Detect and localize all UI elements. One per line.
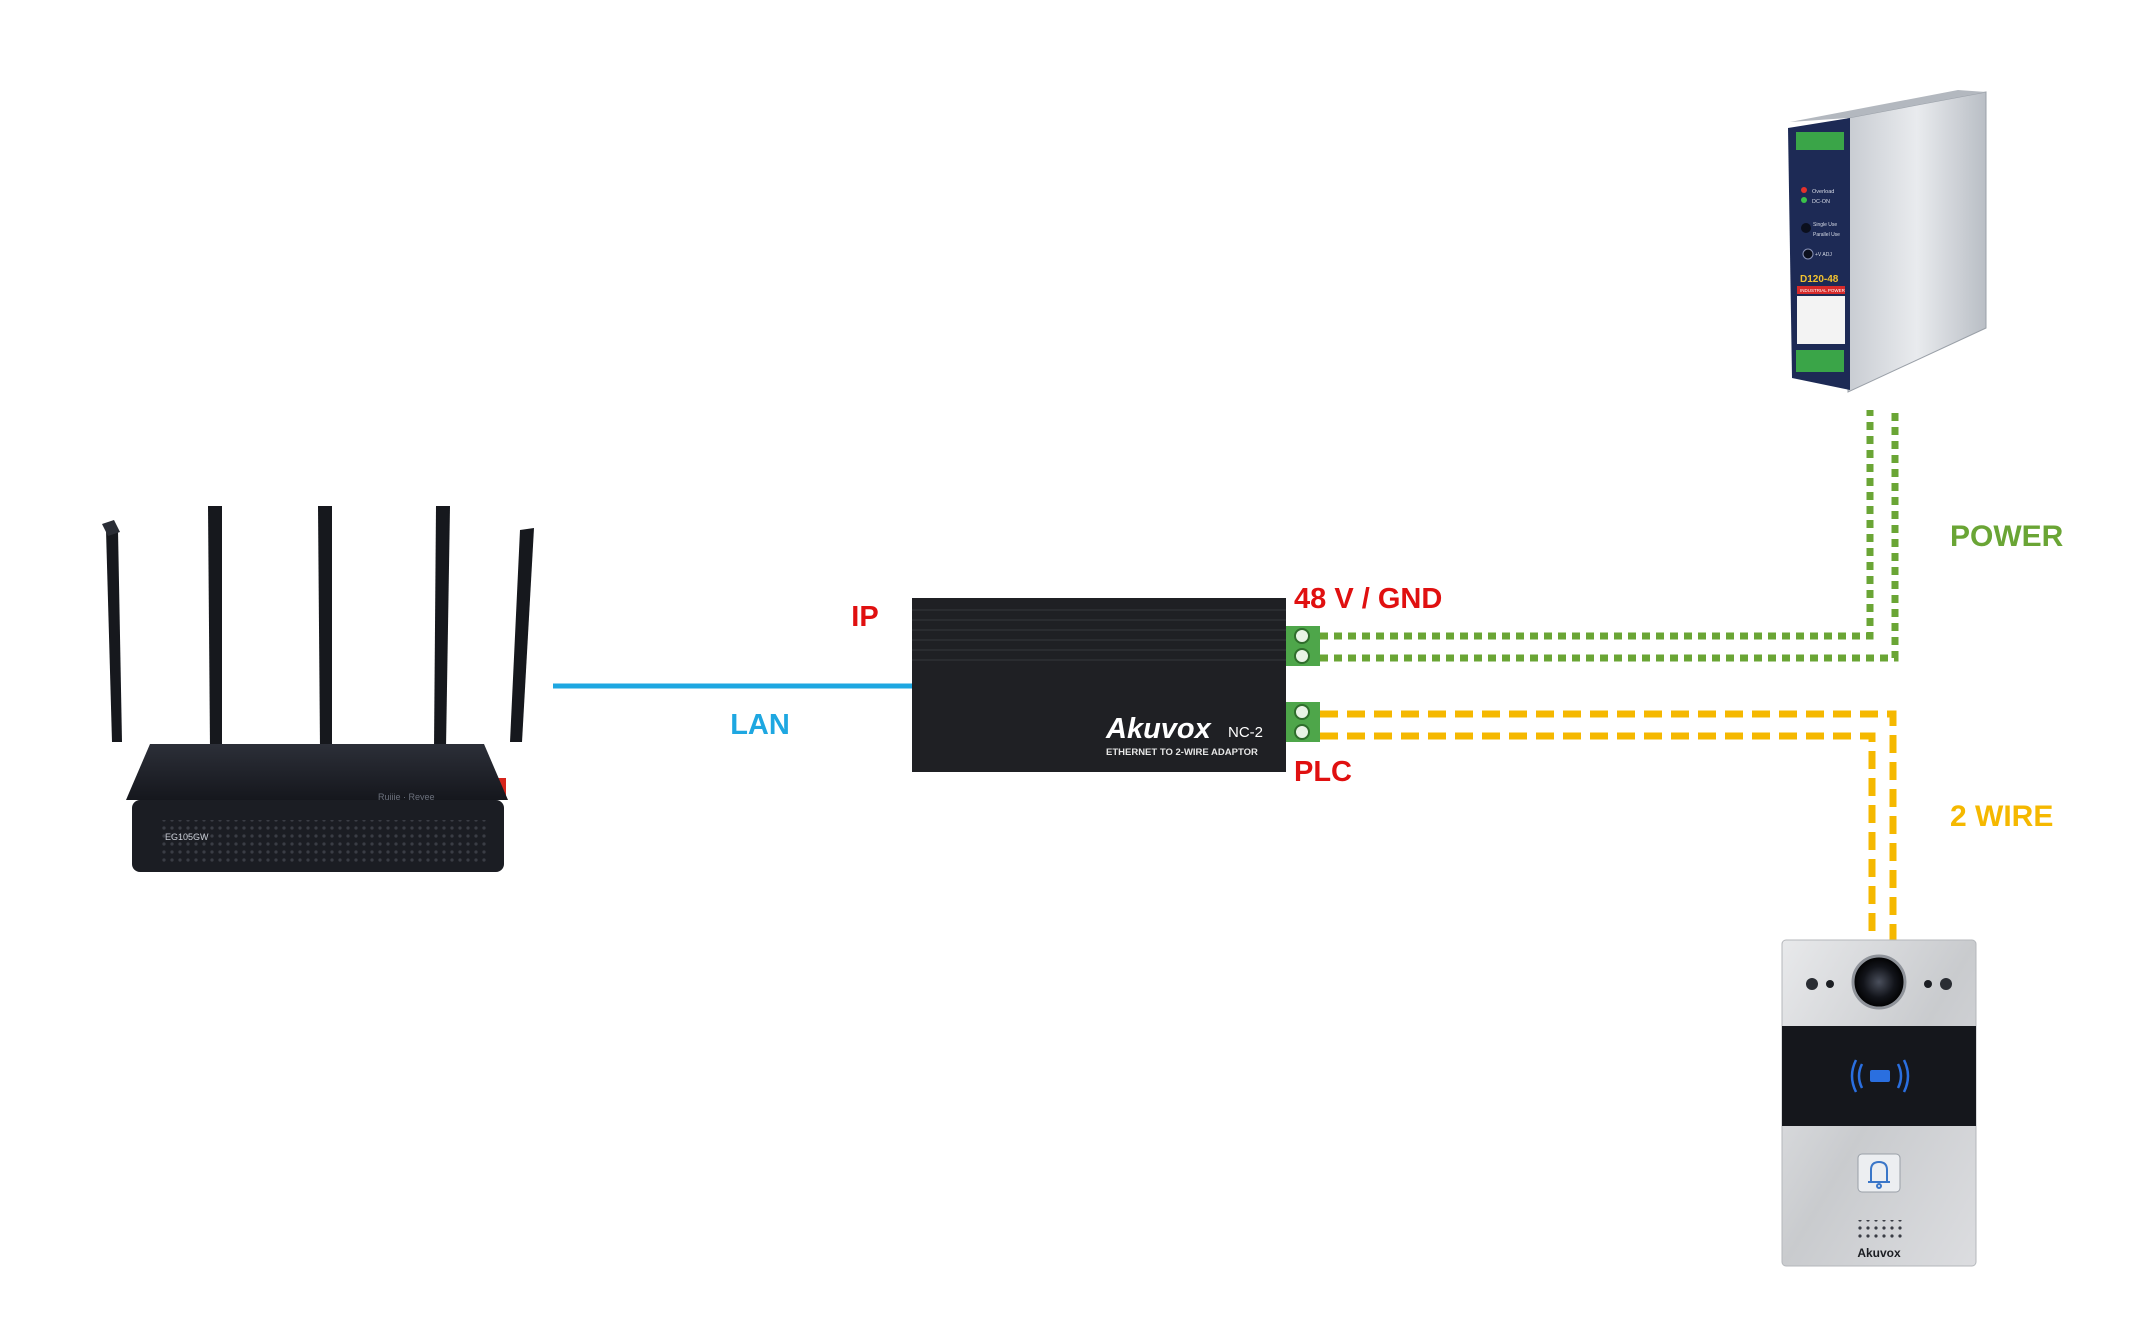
adaptor-model: NC-2 bbox=[1228, 724, 1263, 741]
psu-sw1: Single Use bbox=[1813, 222, 1837, 228]
router-badge: EG105GW bbox=[165, 832, 209, 842]
lan-label: LAN bbox=[730, 709, 790, 741]
adaptor-body bbox=[912, 598, 1286, 772]
speaker-grille bbox=[1856, 1220, 1902, 1242]
power-terminal-label: 48 V / GND bbox=[1294, 583, 1442, 615]
two-wire-cable bbox=[1320, 710, 1897, 942]
door-phone-brand: Akuvox bbox=[1857, 1246, 1901, 1260]
router-brand-text: Ruijie · Reyee bbox=[378, 792, 435, 802]
two-wire-label: 2 WIRE bbox=[1950, 800, 2053, 833]
adaptor-ribs bbox=[912, 609, 1286, 661]
adaptor-subtitle: ETHERNET TO 2-WIRE ADAPTOR bbox=[1106, 747, 1258, 758]
psu-bottom-terminals bbox=[1796, 350, 1844, 372]
psu-top-terminals bbox=[1796, 132, 1844, 150]
ip-label: IP bbox=[851, 601, 878, 633]
nc2-adaptor: Akuvox NC-2 ETHERNET TO 2-WIRE ADAPTOR bbox=[912, 598, 1320, 772]
psu-adj: +V ADJ bbox=[1815, 252, 1832, 258]
psu-led1: Overload bbox=[1812, 189, 1834, 195]
power-label: POWER bbox=[1950, 520, 2064, 553]
din-psu: Overload DC-ON Single Use Parallel Use +… bbox=[1788, 90, 1987, 393]
router: Ruijie · Reyee EG105GW bbox=[102, 506, 534, 872]
router-top bbox=[126, 744, 508, 800]
router-antennas bbox=[102, 506, 534, 800]
plc-label: PLC bbox=[1294, 756, 1352, 788]
adaptor-brand: Akuvox bbox=[1105, 713, 1213, 745]
psu-led2: DC-ON bbox=[1812, 199, 1830, 205]
psu-strip-text: INDUSTRIAL POWER bbox=[1800, 288, 1846, 293]
rfid-icon bbox=[1850, 1059, 1910, 1093]
psu-info-label bbox=[1797, 296, 1845, 344]
psu-model: D120-48 bbox=[1800, 274, 1839, 285]
plc-terminal-block bbox=[1286, 702, 1320, 742]
psu-sw2: Parallel Use bbox=[1813, 232, 1840, 238]
bell-icon bbox=[1868, 1160, 1890, 1189]
power-cable bbox=[1320, 410, 1899, 662]
door-phone: Akuvox bbox=[1781, 939, 1977, 1267]
call-button bbox=[1857, 1153, 1901, 1193]
router-vents bbox=[160, 820, 490, 866]
camera-lens bbox=[1851, 954, 1907, 1010]
power-terminal-block bbox=[1286, 626, 1320, 666]
psu-strip bbox=[1797, 286, 1845, 294]
